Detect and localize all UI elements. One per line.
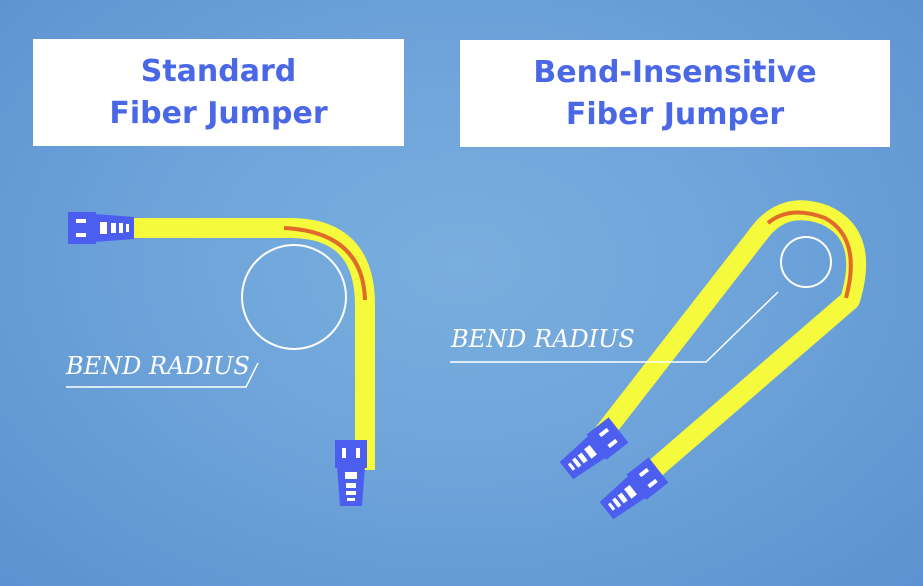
standard-title-line-2: Fiber Jumper: [109, 95, 328, 131]
bend-insensitive-bend-radius-leader: [450, 291, 779, 363]
bend-insensitive-title-line-2: Fiber Jumper: [565, 96, 785, 132]
bend-insensitive-title-box: Bend-Insensitive Fiber Jumper: [460, 40, 890, 147]
bend-insensitive-bend-arc: [766, 210, 853, 299]
standard-connector-left: [68, 212, 134, 244]
bend-insensitive-title-line-1: Bend-Insensitive: [533, 54, 817, 90]
standard-jumper-title-box: Standard Fiber Jumper: [33, 39, 404, 146]
standard-bend-radius-circle: [241, 244, 347, 350]
standard-title-line-1: Standard: [140, 53, 297, 89]
bend-insensitive-jumper: BEND RADIUS: [450, 200, 867, 524]
standard-bend-radius-leader: [66, 362, 259, 388]
standard-jumper: BEND RADIUS: [65, 212, 375, 506]
bend-insensitive-bend-radius-circle: [780, 236, 832, 288]
standard-cable: [110, 218, 375, 470]
standard-bend-radius-label: BEND RADIUS: [65, 352, 250, 380]
bend-insensitive-bend-radius-label: BEND RADIUS: [450, 325, 635, 353]
standard-connector-bottom: [335, 440, 367, 506]
standard-bend-arc: [283, 226, 367, 301]
